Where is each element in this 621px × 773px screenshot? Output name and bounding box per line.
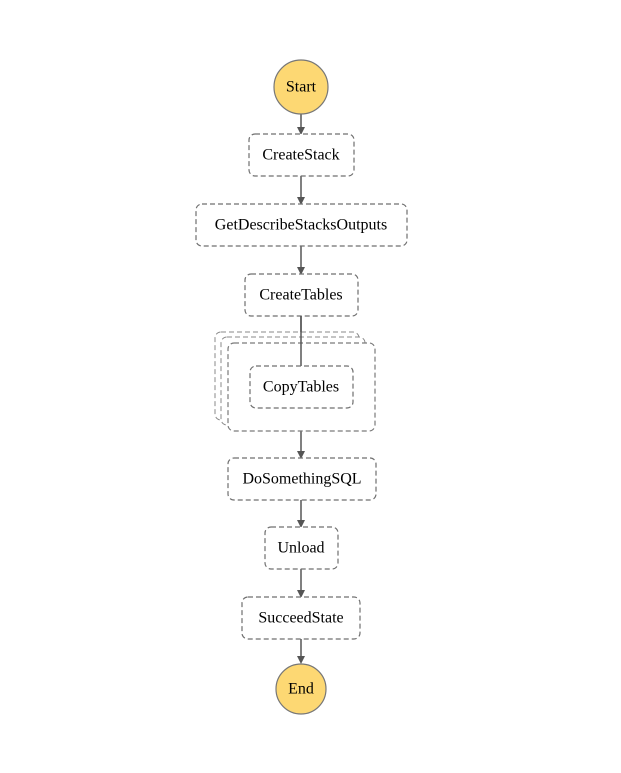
state-createtables-label: CreateTables <box>259 287 342 304</box>
state-createstack[interactable]: CreateStack <box>248 133 355 177</box>
state-dosomethingsql-label: DoSomethingSQL <box>242 471 361 488</box>
state-unload[interactable]: Unload <box>264 526 339 570</box>
end-node[interactable]: End <box>275 663 327 715</box>
state-dosomethingsql[interactable]: DoSomethingSQL <box>227 457 377 501</box>
end-label: End <box>288 681 314 698</box>
state-copytables[interactable] <box>249 365 354 409</box>
state-succeedstate-label: SucceedState <box>258 610 343 627</box>
start-label: Start <box>286 79 317 96</box>
start-node[interactable]: Start <box>273 59 329 115</box>
state-getdescribestacksoutputs-label: GetDescribeStacksOutputs <box>215 217 387 234</box>
state-unload-label: Unload <box>277 540 324 557</box>
map-state-copytables[interactable]: CopyTables <box>214 316 376 432</box>
state-succeedstate[interactable]: SucceedState <box>241 596 361 640</box>
state-createtables[interactable]: CreateTables <box>244 273 359 317</box>
state-copytables-label: CopyTables <box>263 379 339 396</box>
state-getdescribestacksoutputs[interactable]: GetDescribeStacksOutputs <box>195 203 408 247</box>
state-createstack-label: CreateStack <box>262 147 339 164</box>
